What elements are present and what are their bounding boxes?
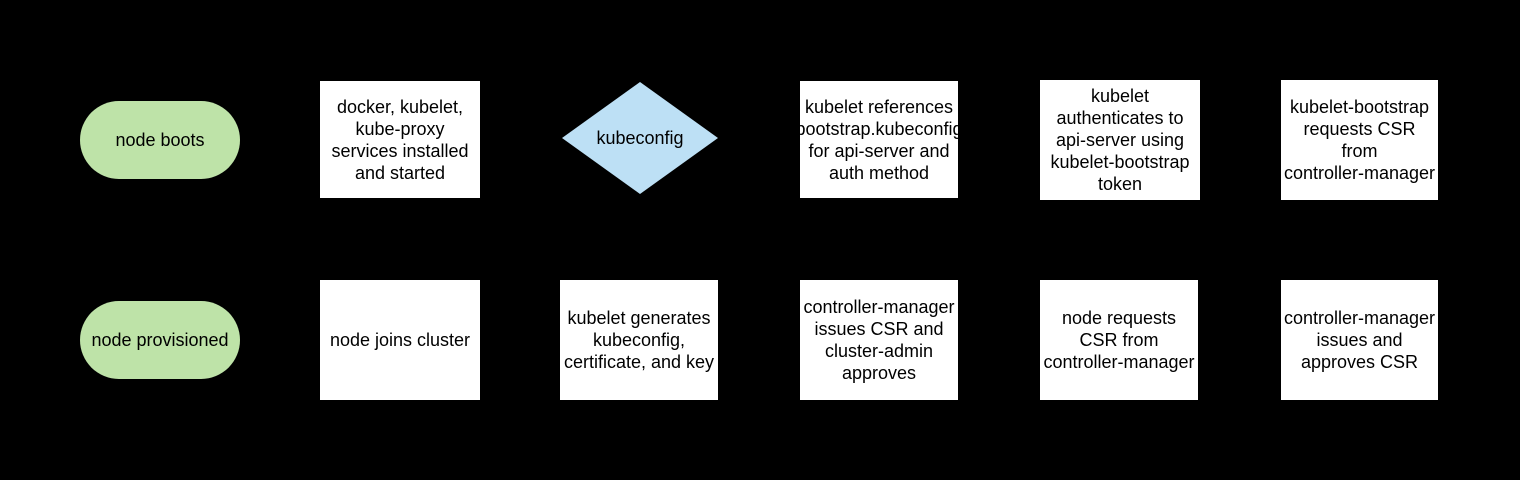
process-node-requests-csr: node requests CSR from controller-manage… bbox=[1040, 280, 1198, 400]
process-node-joins-cluster: node joins cluster bbox=[320, 280, 480, 400]
process-services-installed: docker, kubelet, kube-proxy services ins… bbox=[320, 81, 480, 198]
terminator-node-boots: node boots bbox=[80, 101, 240, 179]
process-cm-issues-admin-approves: controller-manager issues CSR and cluste… bbox=[800, 280, 958, 400]
process-kubelet-references-bootstrap: kubelet references bootstrap.kubeconfig … bbox=[800, 81, 958, 198]
terminator-node-provisioned: node provisioned bbox=[80, 301, 240, 379]
process-cm-issues-approves: controller-manager issues and approves C… bbox=[1281, 280, 1438, 400]
process-bootstrap-requests-csr: kubelet-bootstrap requests CSR from cont… bbox=[1281, 80, 1438, 200]
process-kubelet-generates: kubelet generates kubeconfig, certificat… bbox=[560, 280, 718, 400]
decision-kubeconfig: kubeconfig bbox=[562, 82, 718, 194]
process-kubelet-authenticates: kubelet authenticates to api-server usin… bbox=[1040, 80, 1200, 200]
